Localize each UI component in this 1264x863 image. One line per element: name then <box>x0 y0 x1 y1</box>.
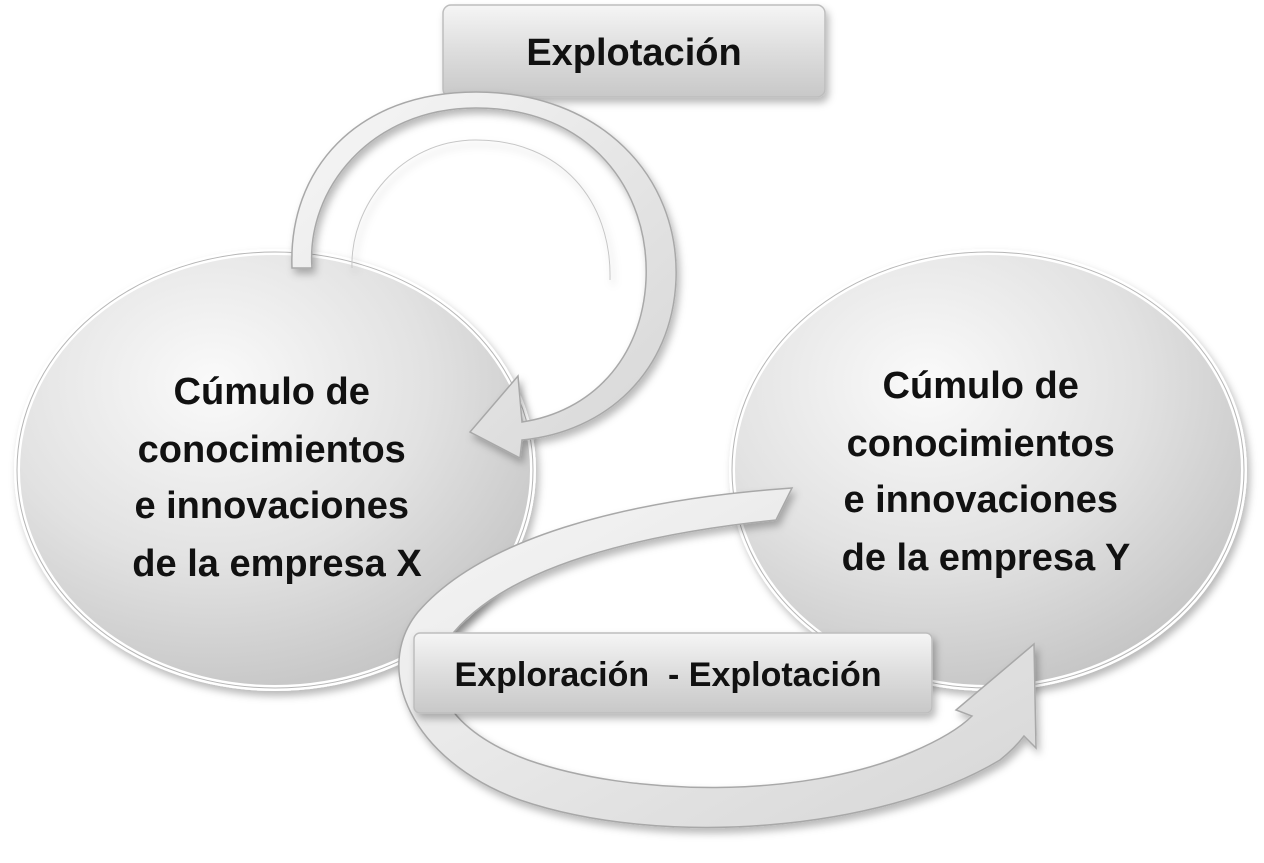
self-loop-arrow <box>291 91 677 460</box>
node-y-line-4: de la empresa Y <box>842 537 1131 579</box>
node-x-line-3: e innovaciones <box>134 485 409 527</box>
node-x-line-2: conocimientos <box>138 429 406 471</box>
bottom-label: Exploración - Explotación <box>455 656 882 694</box>
top-label: Explotación <box>526 32 741 74</box>
node-x-label: Cúmulo de conocimientos e innovaciones d… <box>132 371 422 585</box>
top-label-box: Explotación <box>442 4 826 98</box>
node-empresa-y <box>729 249 1247 691</box>
node-empresa-x <box>14 249 536 691</box>
node-x-line-4: de la empresa X <box>132 543 422 585</box>
node-y-label: Cúmulo de conocimientos e innovaciones d… <box>842 365 1131 579</box>
node-x-line-1: Cúmulo de <box>174 371 370 413</box>
node-y-line-2: conocimientos <box>847 423 1115 465</box>
node-y-line-3: e innovaciones <box>843 479 1118 521</box>
node-y-line-1: Cúmulo de <box>883 365 1079 407</box>
bottom-label-box: Exploración - Explotación <box>413 632 933 714</box>
